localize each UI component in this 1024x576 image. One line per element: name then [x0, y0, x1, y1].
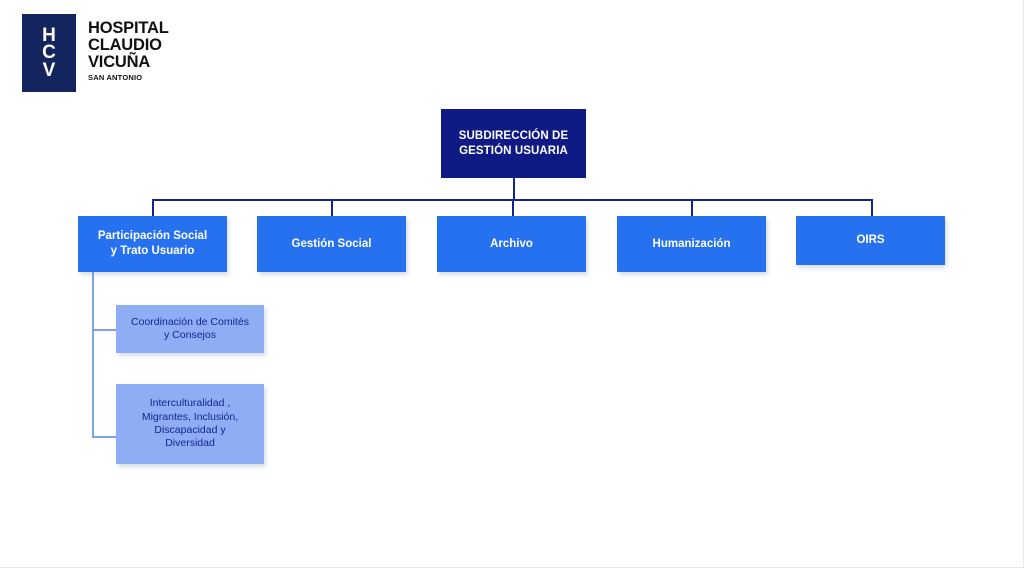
org-node-humanizacion[interactable]: Humanización: [617, 216, 766, 272]
org-node-root-label: SUBDIRECCIÓN DE GESTIÓN USUARIA: [458, 129, 569, 157]
org-node-gestion-social[interactable]: Gestión Social: [257, 216, 406, 272]
logo-mark-hcv: H C V: [22, 14, 76, 92]
org-node-coordinacion-de-comites-y-consejos[interactable]: Coordinación de Comités y Consejos: [116, 305, 264, 353]
org-node-interculturalidad-label: Interculturalidad , Migrantes, Inclusión…: [141, 397, 239, 450]
logo-wordmark: HOSPITAL CLAUDIO VICUÑA SAN ANTONIO: [88, 14, 169, 83]
org-node-archivo[interactable]: Archivo: [437, 216, 586, 272]
connector-drop-gestion-social: [331, 199, 333, 216]
connector-stub-interculturalidad: [92, 436, 117, 438]
org-node-gestion-social-label: Gestión Social: [291, 237, 372, 250]
connector-drop-archivo: [512, 199, 514, 216]
logo-name-line-2: CLAUDIO: [88, 35, 162, 54]
logo-letter-c: C: [42, 42, 56, 64]
org-node-participacion-label: Participación Social y Trato Usuario: [97, 230, 208, 257]
connector-root-stem: [513, 178, 515, 200]
logo-name-line-3: VICUÑA: [88, 52, 151, 71]
logo-letter-v: V: [42, 59, 56, 81]
connector-drop-oirs: [871, 199, 873, 216]
org-node-interculturalidad-migrantes-inclusion-discapacidad-diversidad[interactable]: Interculturalidad , Migrantes, Inclusión…: [116, 384, 264, 464]
connector-subunit-spine: [92, 271, 94, 437]
logo-name-line-1: HOSPITAL: [88, 19, 169, 37]
hospital-logo: H C V HOSPITAL CLAUDIO VICUÑA SAN ANTONI…: [22, 14, 169, 92]
org-node-oirs-label: OIRS: [856, 234, 885, 247]
connector-stub-coordinacion: [92, 329, 117, 331]
org-node-oirs[interactable]: OIRS: [796, 216, 945, 265]
org-node-root[interactable]: SUBDIRECCIÓN DE GESTIÓN USUARIA: [441, 109, 586, 178]
org-node-humanizacion-label: Humanización: [652, 237, 731, 250]
connector-drop-humanizacion: [691, 199, 693, 216]
org-node-participacion-social-y-trato-usuario[interactable]: Participación Social y Trato Usuario: [78, 216, 227, 272]
org-node-coordinacion-label: Coordinación de Comités y Consejos: [131, 315, 249, 341]
slide-edge-bottom: [0, 567, 1024, 568]
connector-drop-participacion: [152, 199, 154, 216]
org-node-archivo-label: Archivo: [490, 237, 533, 250]
logo-letter-h: H: [42, 24, 56, 46]
logo-subtitle: SAN ANTONIO: [88, 73, 143, 83]
